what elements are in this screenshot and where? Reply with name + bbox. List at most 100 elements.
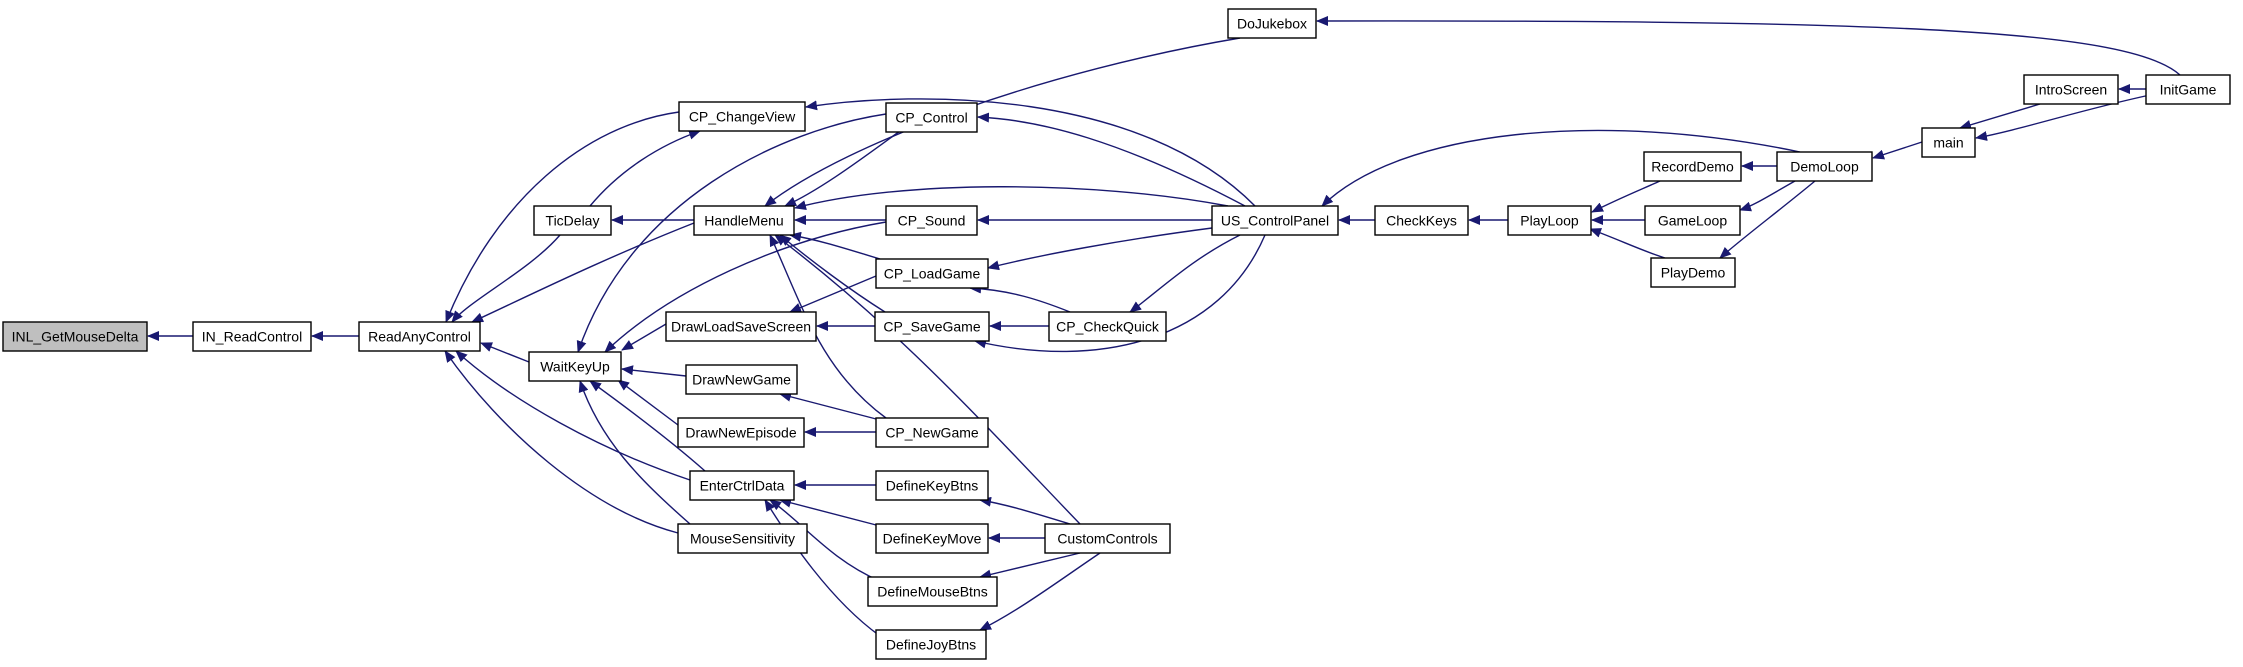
node-box (1211, 205, 1339, 236)
edge-demo-loop-to-us-control-panel (1321, 129, 1801, 207)
node-box (874, 311, 990, 342)
node-box (693, 205, 795, 236)
node-box (875, 258, 989, 289)
node-cp-save-game[interactable]: CP_SaveGame (874, 311, 990, 342)
node-cp-control[interactable]: CP_Control (885, 102, 978, 133)
edge-custom-controls-to-define-mouse-btns (979, 552, 1081, 580)
node-cp-sound[interactable]: CP_Sound (885, 205, 978, 236)
node-play-demo[interactable]: PlayDemo (1650, 257, 1736, 288)
node-box (665, 311, 817, 342)
edge-define-mouse-btns-to-enter-ctrl-data (769, 499, 881, 582)
node-box (875, 523, 989, 554)
node-box (1921, 127, 1976, 158)
node-game-loop[interactable]: GameLoop (1644, 205, 1741, 236)
edge-cp-check-quick-to-cp-load-game (969, 283, 1071, 313)
node-label: DrawNewEpisode (685, 425, 796, 441)
edge-cp-sound-to-wait-key-up (604, 221, 887, 353)
node-init-game[interactable]: InitGame (2145, 74, 2231, 105)
node-cp-new-game[interactable]: CP_NewGame (875, 417, 989, 448)
node-label: RecordDemo (1651, 159, 1734, 175)
edge-record-demo-to-play-loop (1591, 180, 1661, 213)
node-label: PlayLoop (1520, 213, 1579, 229)
node-label: INL_GetMouseDelta (12, 329, 139, 345)
node-box (677, 417, 805, 448)
node-label: main (1933, 135, 1963, 151)
node-label: CP_CheckQuick (1056, 319, 1160, 335)
edge-custom-controls-to-define-joy-btns (979, 552, 1101, 631)
node-define-key-move[interactable]: DefineKeyMove (875, 523, 989, 554)
node-custom-controls[interactable]: CustomControls (1044, 523, 1171, 554)
edge-init-game-to-main (1975, 94, 2151, 141)
node-box (533, 205, 612, 236)
node-draw-load-save-screen[interactable]: DrawLoadSaveScreen (665, 311, 817, 342)
edge-tic-delay-to-cp-change-view (589, 129, 701, 207)
node-label: CheckKeys (1386, 213, 1457, 229)
node-box (358, 321, 481, 352)
node-label: EnterCtrlData (700, 478, 785, 494)
node-mouse-sensitivity[interactable]: MouseSensitivity (677, 523, 808, 554)
node-box (689, 470, 795, 501)
node-read-any-control[interactable]: ReadAnyControl (358, 321, 481, 352)
edge-us-control-panel-to-cp-change-view (805, 98, 1256, 207)
node-label: US_ControlPanel (1221, 213, 1329, 229)
node-record-demo[interactable]: RecordDemo (1643, 151, 1742, 182)
node-wait-key-up[interactable]: WaitKeyUp (528, 351, 622, 382)
node-box (2023, 74, 2119, 105)
node-box (875, 417, 989, 448)
node-check-keys[interactable]: CheckKeys (1374, 205, 1469, 236)
edge-tic-delay-to-read-any-control (451, 234, 561, 323)
node-box (885, 102, 978, 133)
node-enter-ctrl-data[interactable]: EnterCtrlData (689, 470, 795, 501)
node-us-control-panel[interactable]: US_ControlPanel (1211, 205, 1339, 236)
node-box (2, 321, 148, 352)
node-tic-delay[interactable]: TicDelay (533, 205, 612, 236)
node-label: CP_SaveGame (883, 319, 980, 335)
node-define-key-btns[interactable]: DefineKeyBtns (875, 470, 989, 501)
node-play-loop[interactable]: PlayLoop (1507, 205, 1592, 236)
node-demo-loop[interactable]: DemoLoop (1776, 151, 1873, 182)
edge-define-joy-btns-to-enter-ctrl-data (764, 499, 881, 637)
node-define-mouse-btns[interactable]: DefineMouseBtns (867, 576, 998, 607)
node-intro-screen[interactable]: IntroScreen (2023, 74, 2119, 105)
node-label: CP_Control (895, 110, 967, 126)
edge-custom-controls-to-define-key-btns (979, 496, 1071, 525)
edge-custom-controls-to-handle-menu (774, 234, 1081, 525)
node-label: GameLoop (1658, 213, 1727, 229)
node-handle-menu[interactable]: HandleMenu (693, 205, 795, 236)
edge-mouse-sensitivity-to-wait-key-up (578, 380, 691, 525)
node-draw-new-episode[interactable]: DrawNewEpisode (677, 417, 805, 448)
node-box (528, 351, 622, 382)
node-main[interactable]: main (1921, 127, 1976, 158)
node-box (1644, 205, 1741, 236)
edge-wait-key-up-to-read-any-control (480, 342, 530, 363)
edge-init-game-to-do-jukebox (1316, 15, 2181, 76)
node-box (875, 629, 987, 660)
node-cp-check-quick[interactable]: CP_CheckQuick (1048, 311, 1167, 342)
node-label: WaitKeyUp (540, 359, 610, 375)
node-do-jukebox[interactable]: DoJukebox (1227, 8, 1317, 39)
edge-enter-ctrl-data-to-wait-key-up (589, 380, 706, 472)
node-cp-load-game[interactable]: CP_LoadGame (875, 258, 989, 289)
node-box (1048, 311, 1167, 342)
node-box (1507, 205, 1592, 236)
edge-us-control-panel-to-cp-check-quick (1129, 234, 1241, 313)
node-label: DefineJoyBtns (886, 637, 976, 653)
node-label: TicDelay (546, 213, 600, 229)
edge-cp-save-game-to-handle-menu (779, 234, 886, 313)
node-box (677, 523, 808, 554)
edge-handle-menu-to-read-any-control (471, 222, 695, 323)
node-in-read-control[interactable]: IN_ReadControl (192, 321, 312, 352)
edge-us-control-panel-to-cp-control (977, 112, 1246, 207)
edge-define-key-move-to-enter-ctrl-data (779, 497, 881, 527)
node-cp-change-view[interactable]: CP_ChangeView (678, 101, 806, 132)
node-inl-get-mouse-delta[interactable]: INL_GetMouseDelta (2, 321, 148, 352)
node-label: CP_Sound (898, 213, 966, 229)
node-draw-new-game[interactable]: DrawNewGame (685, 364, 798, 395)
node-label: DefineKeyBtns (886, 478, 979, 494)
node-define-joy-btns[interactable]: DefineJoyBtns (875, 629, 987, 660)
node-label: InitGame (2160, 82, 2217, 98)
edge-draw-new-game-to-wait-key-up (621, 365, 687, 377)
node-label: IN_ReadControl (202, 329, 302, 345)
edge-draw-new-episode-to-wait-key-up (617, 379, 679, 426)
node-label: DoJukebox (1237, 16, 1307, 32)
